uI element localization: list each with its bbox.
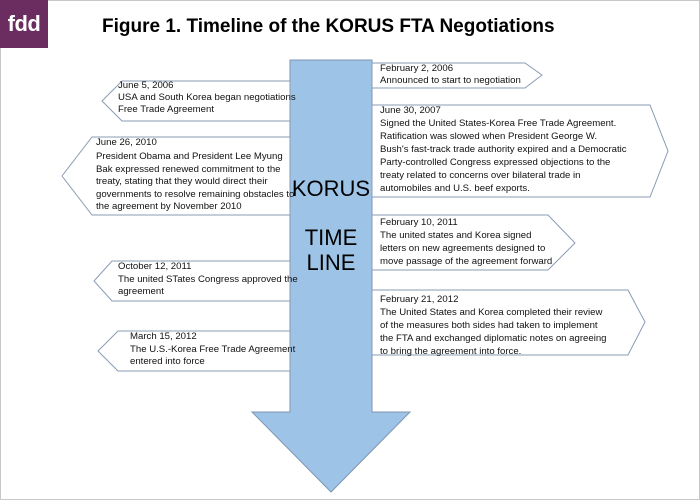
event-text: USA and South Korea began negotiations: [118, 92, 296, 103]
event-text: Announced to start to negotiation: [380, 75, 521, 86]
event-text: Bush's fast-track trade authority expire…: [380, 144, 627, 155]
event-date: June 5, 2006: [118, 80, 174, 91]
event-text: Ratification was slowed when President G…: [380, 131, 598, 142]
center-label-line: LINE: [306, 250, 356, 275]
event-text: the agreement by November 2010: [96, 201, 242, 212]
event-text: move passage of the agreement forward: [380, 256, 553, 267]
event-text: to bring the agreement into force.: [380, 346, 522, 357]
event-text: Free Trade Agreement: [118, 104, 214, 115]
event-date: February 10, 2011: [380, 217, 458, 228]
event-text: treaty related to concerns over bilatera…: [380, 170, 581, 181]
event-text: Signed the United States-Korea Free Trad…: [380, 118, 617, 129]
event-date: March 15, 2012: [130, 331, 197, 342]
event-text: The U.S.-Korea Free Trade Agreement: [130, 344, 296, 355]
left-event-box-4: [97, 330, 291, 372]
right-event-box-4: [371, 289, 646, 356]
right-event-box-2: [371, 104, 669, 198]
event-text: treaty, stating that they would direct t…: [96, 176, 268, 187]
event-text: letters on new agreements designed to: [380, 243, 546, 254]
event-text: automobiles and U.S. beef exports.: [380, 183, 530, 194]
center-label-korus: KORUS: [291, 176, 371, 201]
left-event-box-3: [93, 260, 291, 302]
figure-title: Figure 1. Timeline of the KORUS FTA Nego…: [102, 16, 555, 37]
event-date: June 30, 2007: [380, 105, 441, 116]
left-event-box-1: [101, 80, 291, 122]
event-text: The united states and Korea signed: [380, 230, 532, 241]
event-text: The united STates Congress approved the: [118, 274, 298, 285]
event-date: February 2, 2006: [380, 63, 454, 74]
right-event-box-1: [371, 62, 543, 89]
left-event-box-2: [61, 136, 291, 216]
event-text: Bak expressed renewed commitment to the: [96, 163, 281, 175]
event-text: governments to resolve remaining obstacl…: [96, 188, 295, 200]
event-text: the FTA and exchanged diplomatic notes o…: [380, 333, 607, 344]
event-text: Party-controlled Congress expressed obje…: [380, 157, 611, 168]
event-text: President Obama and President Lee Myung: [96, 151, 283, 162]
event-text: The United States and Korea completed th…: [380, 307, 603, 318]
event-text: of the measures both sides had taken to …: [380, 320, 598, 331]
event-text: agreement: [118, 286, 164, 297]
event-date: October 12, 2011: [118, 261, 192, 272]
event-date: February 21, 2012: [380, 294, 459, 305]
event-text: entered into force: [130, 356, 205, 367]
event-date: June 26, 2010: [96, 137, 157, 148]
fdd-logo: fdd: [0, 0, 48, 48]
right-event-box-3: [371, 214, 576, 271]
center-label-time: TIME: [304, 225, 358, 250]
